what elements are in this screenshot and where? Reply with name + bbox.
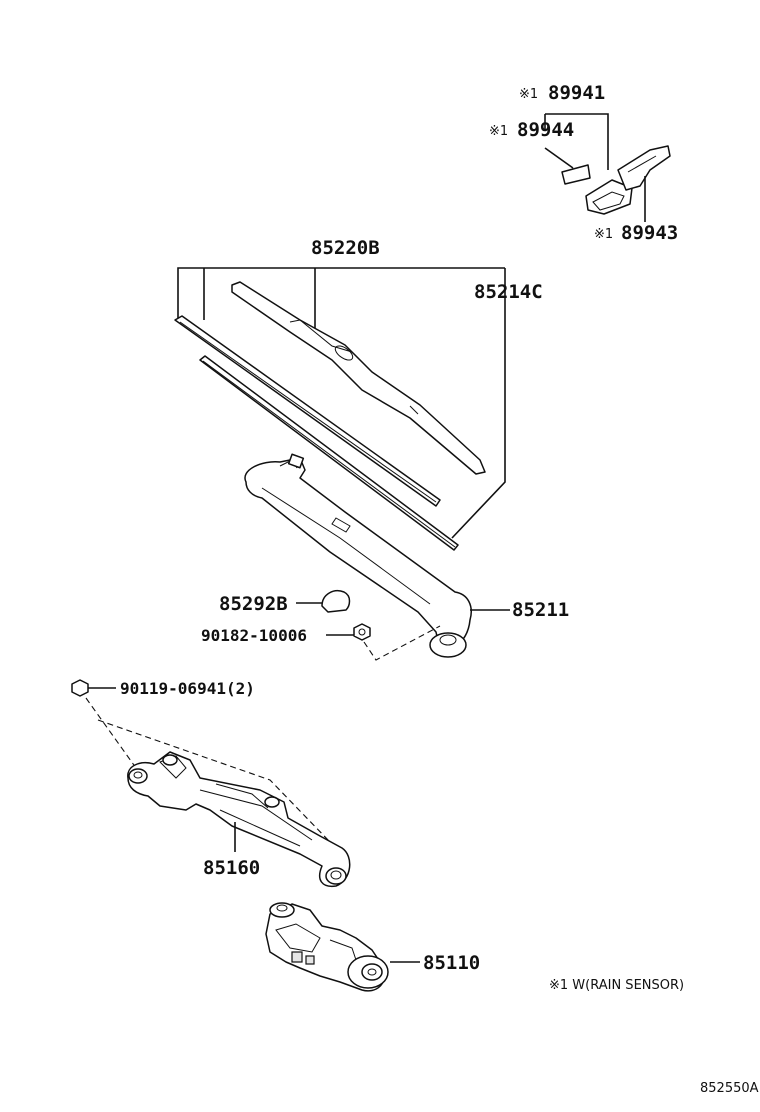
linkage-bolt — [71, 679, 331, 843]
rain-sensor-pad — [561, 164, 591, 185]
wiper-linkage — [127, 751, 351, 888]
rain-sensor-group — [544, 113, 671, 222]
label-85160: 85160 — [203, 857, 260, 879]
label-89944: 89944 — [517, 119, 574, 141]
wiper-arm — [244, 453, 510, 658]
label-89941: 89941 — [548, 82, 605, 104]
label-85292b: 85292B — [219, 593, 288, 615]
rain-sensor-labels: ※1 89941 ※1 89944 ※1 89943 — [489, 82, 678, 244]
rain-sensor-note: ※1 W(RAIN SENSOR) — [549, 978, 684, 993]
diagram-code: 852550A — [700, 1081, 759, 1096]
blade-assembly — [174, 267, 506, 551]
marker-89943: ※1 — [594, 227, 613, 242]
label-90182-10006: 90182-10006 — [201, 626, 307, 645]
label-85110: 85110 — [423, 952, 480, 974]
label-89943: 89943 — [621, 222, 678, 244]
marker-89941: ※1 — [519, 87, 538, 102]
rain-sensor-cover — [617, 145, 671, 191]
rain-sensor-housing — [585, 179, 633, 215]
marker-89944: ※1 — [489, 124, 508, 139]
label-90119-06941: 90119-06941(2) — [120, 679, 255, 698]
label-85214c: 85214C — [474, 281, 543, 303]
label-85220b: 85220B — [311, 237, 380, 259]
arm-nut — [326, 623, 441, 661]
wiper-blade — [231, 281, 486, 475]
wiper-motor — [265, 902, 420, 992]
label-85211: 85211 — [512, 599, 569, 621]
arm-cap — [296, 590, 351, 613]
